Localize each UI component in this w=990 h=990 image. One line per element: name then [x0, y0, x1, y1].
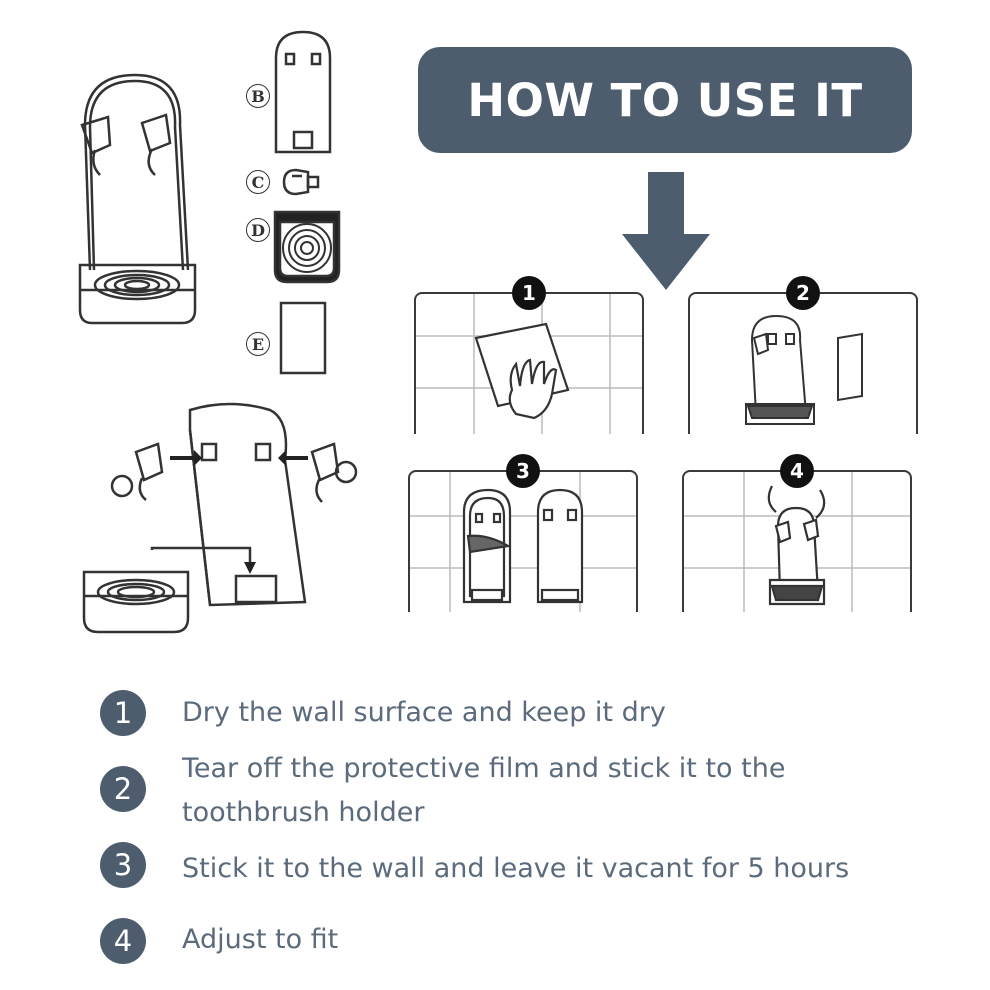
part-label-c: C — [246, 170, 270, 194]
step-2-badge: 2 — [786, 276, 820, 310]
instruction-3-text: Stick it to the wall and leave it vacant… — [182, 853, 850, 884]
instruction-4-text: Adjust to fit — [182, 924, 339, 955]
cup-base-part-illustration — [273, 210, 341, 284]
step-2-panel — [688, 292, 918, 434]
down-arrow-icon — [622, 172, 710, 290]
hook-part-illustration — [282, 168, 320, 196]
instruction-4-number: 4 — [100, 918, 146, 964]
step-4-panel — [682, 470, 912, 612]
part-label-d: D — [246, 218, 270, 242]
instruction-1-text: Dry the wall surface and keep it dry — [182, 697, 666, 728]
exploded-assembly-illustration — [82, 402, 358, 634]
step-4-badge: 4 — [780, 454, 814, 488]
step-1-panel — [414, 292, 644, 434]
step-3-badge: 3 — [506, 454, 540, 488]
part-label-b: B — [246, 84, 270, 108]
assembled-holder-illustration — [78, 73, 197, 325]
adhesive-film-part-illustration — [279, 301, 327, 375]
title-banner: HOW TO USE IT — [418, 47, 912, 153]
instruction-3-number: 3 — [100, 842, 146, 888]
instruction-2-number: 2 — [100, 766, 146, 812]
part-label-e: E — [246, 332, 270, 356]
instruction-2-text: Tear off the protective film and stick i… — [182, 753, 786, 828]
backplate-part-illustration — [274, 30, 332, 154]
instruction-1-number: 1 — [100, 690, 146, 736]
page-title: HOW TO USE IT — [467, 73, 863, 127]
step-1-badge: 1 — [512, 276, 546, 310]
step-3-panel — [408, 470, 638, 612]
